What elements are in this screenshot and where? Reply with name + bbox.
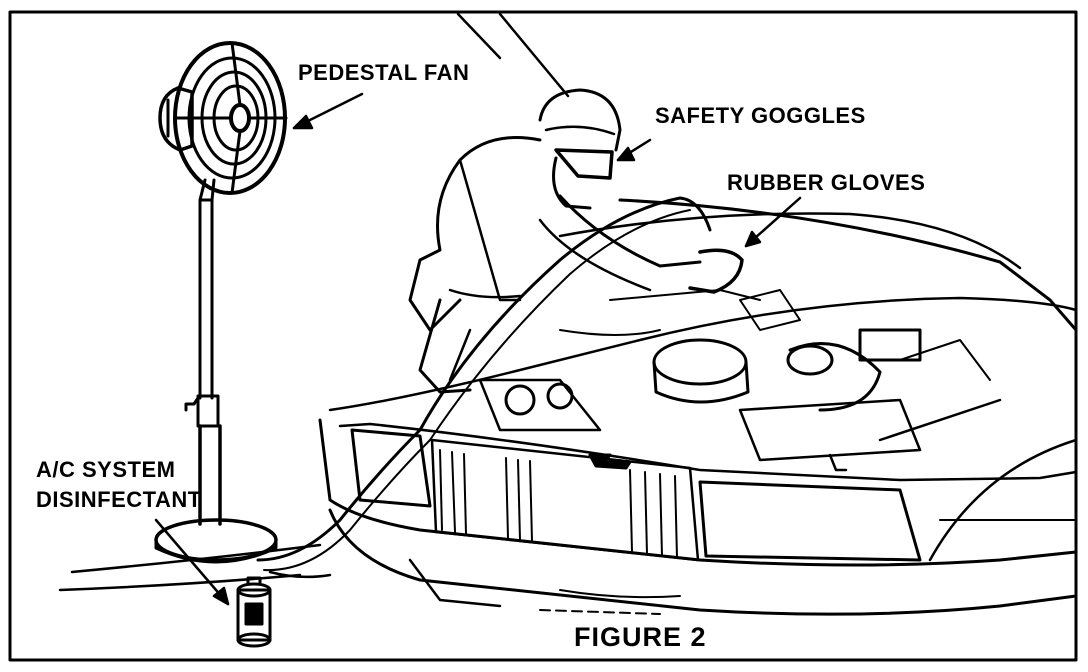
disinfectant-can-drawing bbox=[236, 576, 272, 648]
pedestal-fan-drawing bbox=[154, 41, 288, 564]
prop-rod bbox=[456, 12, 502, 60]
car-drawing bbox=[318, 198, 1078, 616]
hose bbox=[263, 439, 431, 572]
figure-frame bbox=[8, 10, 1078, 662]
spray-hose bbox=[429, 209, 691, 441]
disinfectant-label-line1: A/C SYSTEM bbox=[36, 457, 176, 482]
floor-line bbox=[58, 573, 302, 592]
pedestal-fan-label: PEDESTAL FAN bbox=[298, 60, 470, 85]
prop-rod bbox=[498, 12, 570, 98]
safety-goggles-label: SAFETY GOGGLES bbox=[655, 103, 866, 128]
disinfectant-label: A/C SYSTEM DISINFECTANT bbox=[36, 455, 202, 515]
hose bbox=[268, 570, 332, 579]
leader-arrows bbox=[154, 92, 802, 606]
rubber-gloves-label: RUBBER GLOVES bbox=[727, 170, 926, 195]
hose bbox=[256, 428, 422, 562]
figure-caption: FIGURE 2 bbox=[574, 622, 707, 652]
disinfectant-label-line2: DISINFECTANT bbox=[36, 487, 202, 512]
spray-hose bbox=[418, 196, 712, 432]
technician-drawing bbox=[408, 88, 744, 394]
